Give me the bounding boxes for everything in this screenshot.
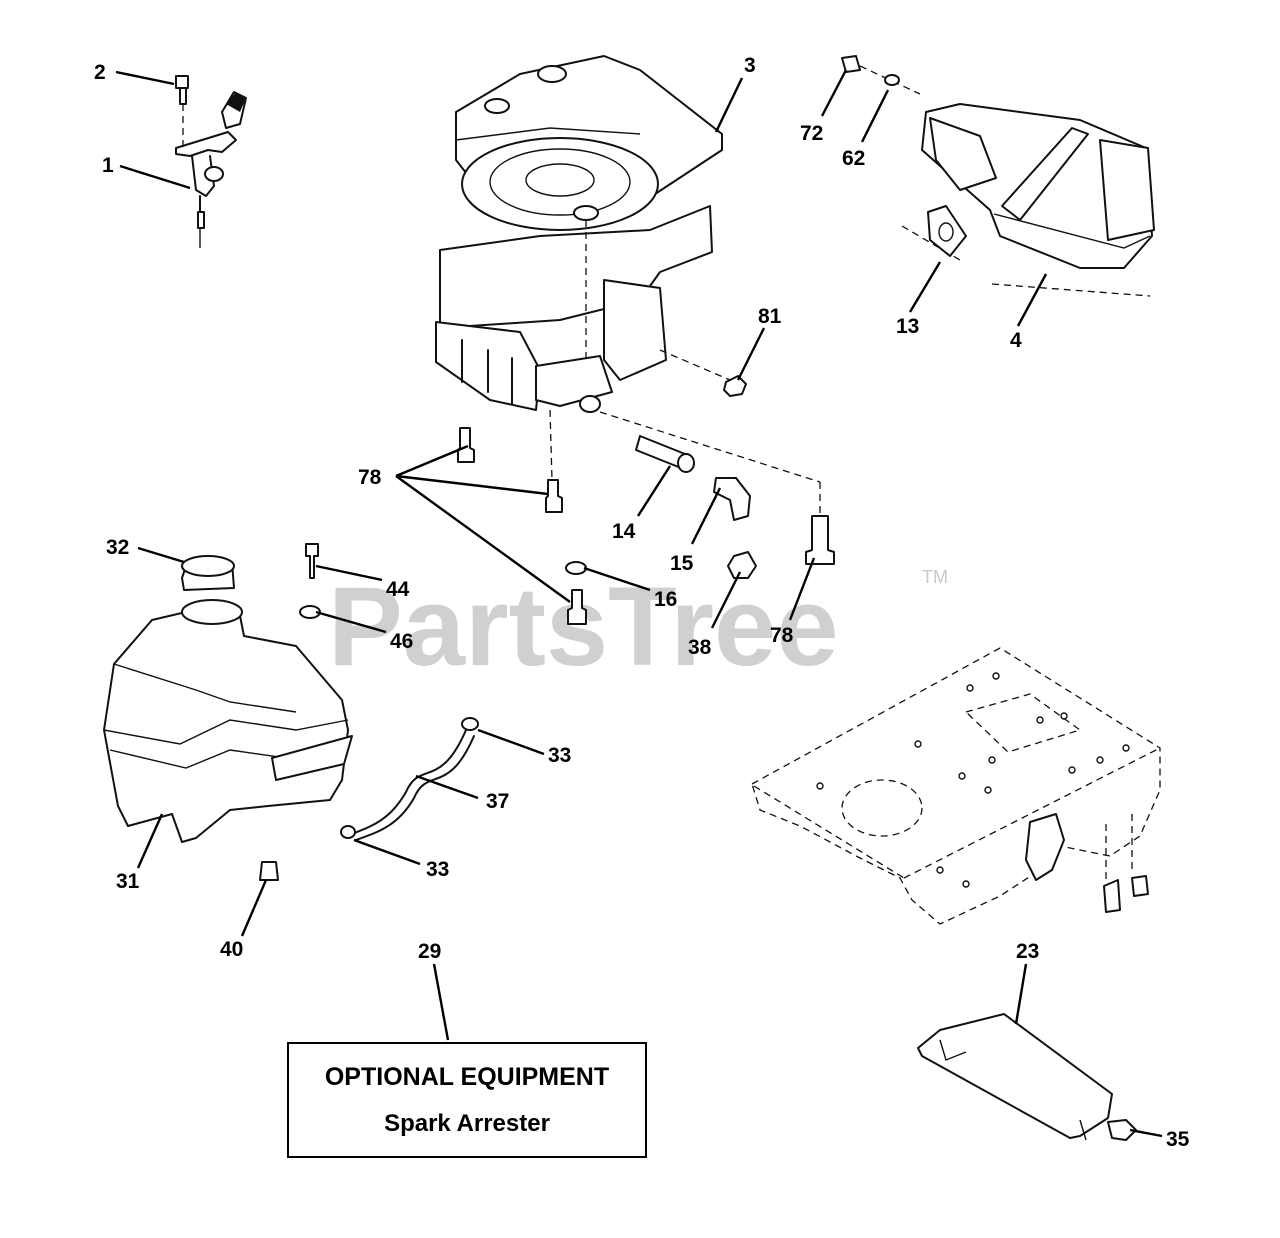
throttle-control-part: [175, 75, 247, 248]
callout-labels: 2 1 3 72 62 13 4 81 78 14 15 32 44 46 16…: [94, 54, 1190, 1151]
callout-16: 16: [654, 588, 677, 611]
callout-31: 31: [116, 870, 140, 893]
callout-46: 46: [390, 630, 413, 653]
nut-81-part: [723, 375, 747, 397]
callout-13: 13: [896, 315, 919, 338]
watermark-text: PartsTree: [328, 564, 839, 689]
callout-33-lower: 33: [426, 858, 449, 881]
muffler-part: [841, 55, 1155, 297]
callout-14: 14: [612, 520, 636, 543]
callout-15: 15: [670, 552, 694, 575]
callout-33-upper: 33: [548, 744, 571, 767]
optional-equipment-box: OPTIONAL EQUIPMENT Spark Arrester: [287, 1042, 647, 1158]
engine-fasteners-part: [457, 427, 835, 625]
callout-4: 4: [1010, 329, 1022, 352]
engine-part: [435, 55, 821, 514]
optional-equipment-title: OPTIONAL EQUIPMENT: [324, 1062, 610, 1091]
callout-78-lower: 78: [770, 624, 794, 647]
callout-32: 32: [106, 536, 129, 559]
fuel-tank-part: [103, 543, 479, 881]
callout-44: 44: [386, 578, 410, 601]
callout-35: 35: [1166, 1128, 1190, 1151]
callout-78-upper: 78: [358, 466, 382, 489]
optional-equipment-subtitle: Spark Arrester: [384, 1109, 550, 1137]
callout-37: 37: [486, 790, 509, 813]
callout-3: 3: [744, 54, 756, 77]
callout-1: 1: [102, 154, 114, 177]
mounting-plate-part: [751, 647, 1161, 925]
callout-62: 62: [842, 147, 865, 170]
callout-81: 81: [758, 305, 782, 328]
heat-shield-part: [917, 1013, 1137, 1141]
callout-23: 23: [1016, 940, 1039, 963]
callout-2: 2: [94, 61, 106, 84]
callout-29: 29: [418, 940, 441, 963]
leader-lines: [115, 69, 1163, 1138]
watermark-trademark: TM: [922, 567, 948, 587]
callout-40: 40: [220, 938, 243, 961]
callout-72: 72: [800, 122, 823, 145]
callout-38: 38: [688, 636, 712, 659]
